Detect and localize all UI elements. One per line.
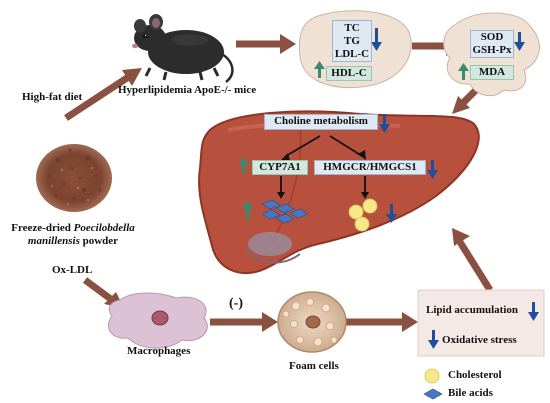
liver-image <box>198 110 480 274</box>
oxidative-stress-label: Oxidative stress <box>442 334 517 346</box>
legend-cholesterol-marker <box>424 368 440 384</box>
mouse-label: Hyperlipidemia ApoE-/- mice <box>118 84 257 96</box>
serum-lipid-box: TC TG LDL-C <box>332 20 372 62</box>
powder-label-species: manillensis <box>27 234 80 247</box>
choline-box: Choline metabolism <box>264 114 378 130</box>
powder-label-prefix: Freeze-dried <box>11 222 74 234</box>
powder-label-genus: Poecilobdella <box>73 222 135 234</box>
oxstress-down-arrow <box>428 330 439 349</box>
arrow-diet-to-mouse <box>64 73 132 121</box>
choline-down-arrow <box>379 114 390 133</box>
bile-up-arrow <box>242 200 253 220</box>
diet-label: High-fat diet <box>22 91 83 103</box>
macrophage-label: Macrophages <box>127 345 191 357</box>
powder-image <box>36 144 112 212</box>
powder-label: Freeze-dried Poecilobdella manillensis p… <box>3 222 143 247</box>
mda-up-arrow <box>458 63 469 80</box>
serum-down-arrow <box>371 28 382 51</box>
lipid-down-arrow <box>528 302 539 321</box>
down-arrows <box>371 28 539 349</box>
tg-label: TG <box>344 35 360 47</box>
macrophage-image <box>108 292 208 349</box>
mouse-image <box>132 14 234 83</box>
liver-pathway-arrows <box>280 135 366 194</box>
oxidative-down-arrow <box>514 32 525 51</box>
cholesterol-cluster <box>348 198 378 232</box>
lipid-accumulation-label: Lipid accumulation <box>426 304 518 316</box>
hdl-box: HDL-C <box>326 66 372 81</box>
powder-label-suffix: powder <box>79 234 119 247</box>
foam-cell-label: Foam cells <box>289 360 339 372</box>
gsh-label: GSH-Px <box>472 44 512 56</box>
antioxidant-box: SOD GSH-Px <box>470 30 514 58</box>
hdl-up-arrow <box>314 61 325 78</box>
foam-cell-image <box>277 291 347 353</box>
flow-arrows <box>64 40 493 326</box>
inhibition-label: (-) <box>229 296 243 311</box>
outcome-panel <box>417 289 545 357</box>
mda-box: MDA <box>470 65 514 80</box>
tc-label: TC <box>344 22 360 34</box>
legend-cholesterol-label: Cholesterol <box>448 369 502 381</box>
bile-acid-cluster <box>261 199 309 224</box>
up-arrows <box>238 61 469 220</box>
sod-label: SOD <box>480 31 504 43</box>
oxldl-label: Ox-LDL <box>52 264 93 276</box>
hmg-down-arrow <box>427 160 438 179</box>
cyp-up-arrow <box>238 157 249 174</box>
cholesterol-down-arrow <box>386 204 397 223</box>
cyp7a1-box: CYP7A1 <box>252 160 308 175</box>
hmg-box: HMGCR/HMGCS1 <box>314 160 426 175</box>
legend-bile-marker <box>423 388 443 400</box>
legend-bile-label: Bile acids <box>448 387 493 399</box>
ldl-label: LDL-C <box>334 48 370 60</box>
arrow-oxldl-to-macrophage <box>82 277 115 303</box>
arrow-outcome-to-liver <box>457 240 493 292</box>
